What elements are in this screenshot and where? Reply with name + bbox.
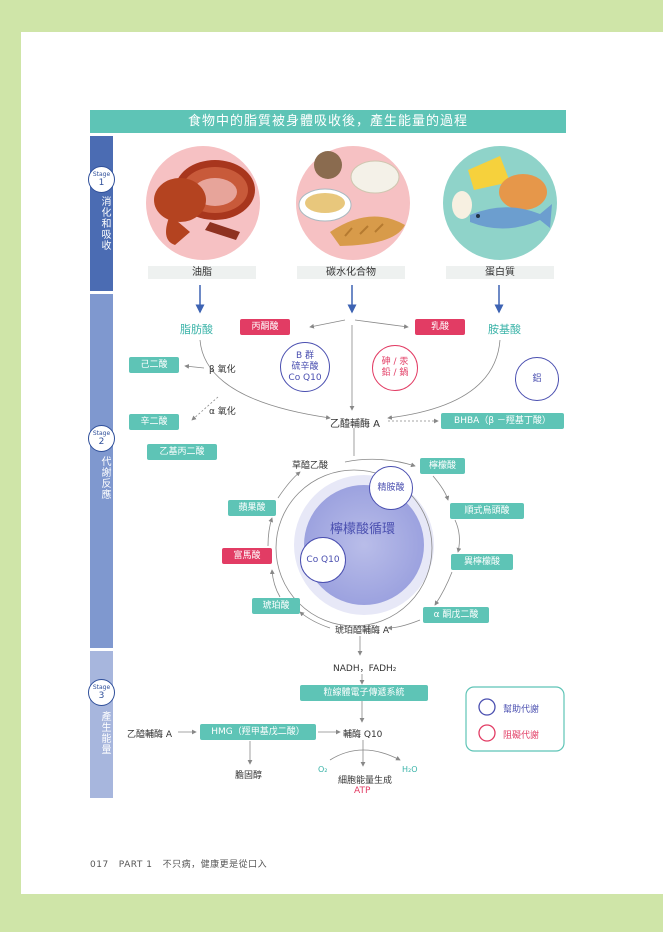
acetyl-coa-label: 乙醯輔酶 A bbox=[330, 419, 381, 430]
hmg-tag: HMG（羥甲基戊二酸） bbox=[200, 724, 316, 740]
stage2-band bbox=[90, 294, 113, 648]
heavy-metal-inhibitor: 砷 / 汞 鉛 / 鍋 bbox=[372, 345, 418, 391]
carbohydrate-food-illustration bbox=[296, 146, 410, 260]
stage3-label: Stage bbox=[92, 684, 111, 691]
cycle-name: 檸檬酸循環 bbox=[330, 522, 396, 537]
stage2-badge: Stage 2 bbox=[88, 425, 115, 452]
fatty-acid-label: 脂肪酸 bbox=[180, 323, 213, 336]
isocitrate-tag: 異檸檬酸 bbox=[451, 554, 513, 570]
bhba-tag: BHBA（β －羥基丁酸） bbox=[441, 413, 564, 429]
stage1-name: 消化和吸收 bbox=[99, 196, 110, 251]
akg-tag: α 酮戊二酸 bbox=[423, 607, 489, 623]
part-label: PART 1 bbox=[118, 860, 153, 870]
coq10-helper: Co Q10 bbox=[300, 537, 346, 583]
protein-food-illustration bbox=[443, 146, 557, 260]
coq10-helper-text: Co Q10 bbox=[306, 554, 340, 565]
stage2-num: 2 bbox=[98, 437, 105, 447]
energy-label: 細胞能量生成 bbox=[338, 776, 393, 786]
beta-oxidation-label: β 氧化 bbox=[209, 365, 236, 375]
alpha-oxidation-label: α 氧化 bbox=[209, 407, 236, 417]
arginine-helper-text: 精胺酸 bbox=[377, 482, 405, 493]
stage3-num: 3 bbox=[98, 691, 105, 701]
legend-help-swatch bbox=[478, 698, 496, 716]
stage1-badge: Stage 1 bbox=[88, 166, 115, 193]
pyruvate-tag: 丙酮酸 bbox=[240, 319, 290, 335]
legend-block-label: 阻礙代謝 bbox=[503, 731, 540, 741]
legend-block-swatch bbox=[478, 724, 496, 742]
amino-acid-label: 胺基酸 bbox=[488, 323, 521, 336]
succinyl-coa-label: 琥珀醯輔酶 A bbox=[335, 626, 390, 636]
page-footer: 017 PART 1 不只病，健康更是從口入 bbox=[90, 857, 267, 870]
citrate-tag: 檸檬酸 bbox=[420, 458, 465, 474]
stage3-acetyl-coa-label: 乙醯輔酶 A bbox=[127, 730, 173, 740]
succinate-tag: 琥珀酸 bbox=[252, 598, 300, 614]
suberic-acid-tag: 辛二酸 bbox=[129, 414, 179, 430]
food-label-fat: 油脂 bbox=[148, 266, 256, 279]
aluminum-helper: 鋁 bbox=[515, 357, 559, 401]
b-vitamin-helper: B 群 硫辛酸 Co Q10 bbox=[280, 342, 330, 392]
nadh-label: NADH，FADH₂ bbox=[333, 664, 397, 674]
aluminum-helper-text: 鋁 bbox=[532, 373, 542, 384]
stage3-badge: Stage 3 bbox=[88, 679, 115, 706]
page-number: 017 bbox=[90, 860, 109, 870]
fumarate-tag: 富馬酸 bbox=[222, 548, 272, 564]
stage3-name: 產生能量 bbox=[99, 711, 110, 755]
etc-tag: 粒線體電子傳遞系統 bbox=[300, 685, 428, 701]
stage2-name: 代謝反應 bbox=[99, 456, 110, 500]
b-vitamin-helper-text: B 群 硫辛酸 Co Q10 bbox=[288, 350, 322, 383]
heavy-metal-inhibitor-text: 砷 / 汞 鉛 / 鍋 bbox=[381, 357, 409, 378]
o2-label: O₂ bbox=[318, 765, 328, 774]
ethylmalonic-acid-tag: 乙基丙二酸 bbox=[147, 444, 217, 460]
food-label-carb: 碳水化合物 bbox=[297, 266, 405, 279]
stage2-label: Stage bbox=[92, 430, 111, 437]
diagram-title: 食物中的脂質被身體吸收後，產生能量的過程 bbox=[90, 110, 566, 133]
stage1-label: Stage bbox=[92, 171, 111, 178]
oxaloacetate-label: 草醯乙酸 bbox=[292, 461, 329, 471]
coq10-label: 輔酶 Q10 bbox=[343, 730, 383, 740]
legend-box bbox=[465, 686, 565, 752]
section-title: 不只病，健康更是從口入 bbox=[162, 860, 268, 870]
h2o-label: H₂O bbox=[402, 765, 418, 774]
malate-tag: 蘋果酸 bbox=[228, 500, 276, 516]
stage1-num: 1 bbox=[98, 178, 105, 188]
arginine-helper: 精胺酸 bbox=[369, 466, 413, 510]
cycle-ring bbox=[275, 469, 433, 627]
atp-label: ATP bbox=[354, 786, 371, 796]
legend-help-label: 幫助代謝 bbox=[503, 705, 540, 715]
adipic-acid-tag: 己二酸 bbox=[129, 357, 179, 373]
fat-food-illustration bbox=[146, 146, 260, 260]
lactate-tag: 乳酸 bbox=[415, 319, 465, 335]
food-label-protein: 蛋白質 bbox=[446, 266, 554, 279]
cholesterol-label: 膽固醇 bbox=[235, 771, 263, 781]
cis-aconitate-tag: 順式烏頭酸 bbox=[450, 503, 524, 519]
